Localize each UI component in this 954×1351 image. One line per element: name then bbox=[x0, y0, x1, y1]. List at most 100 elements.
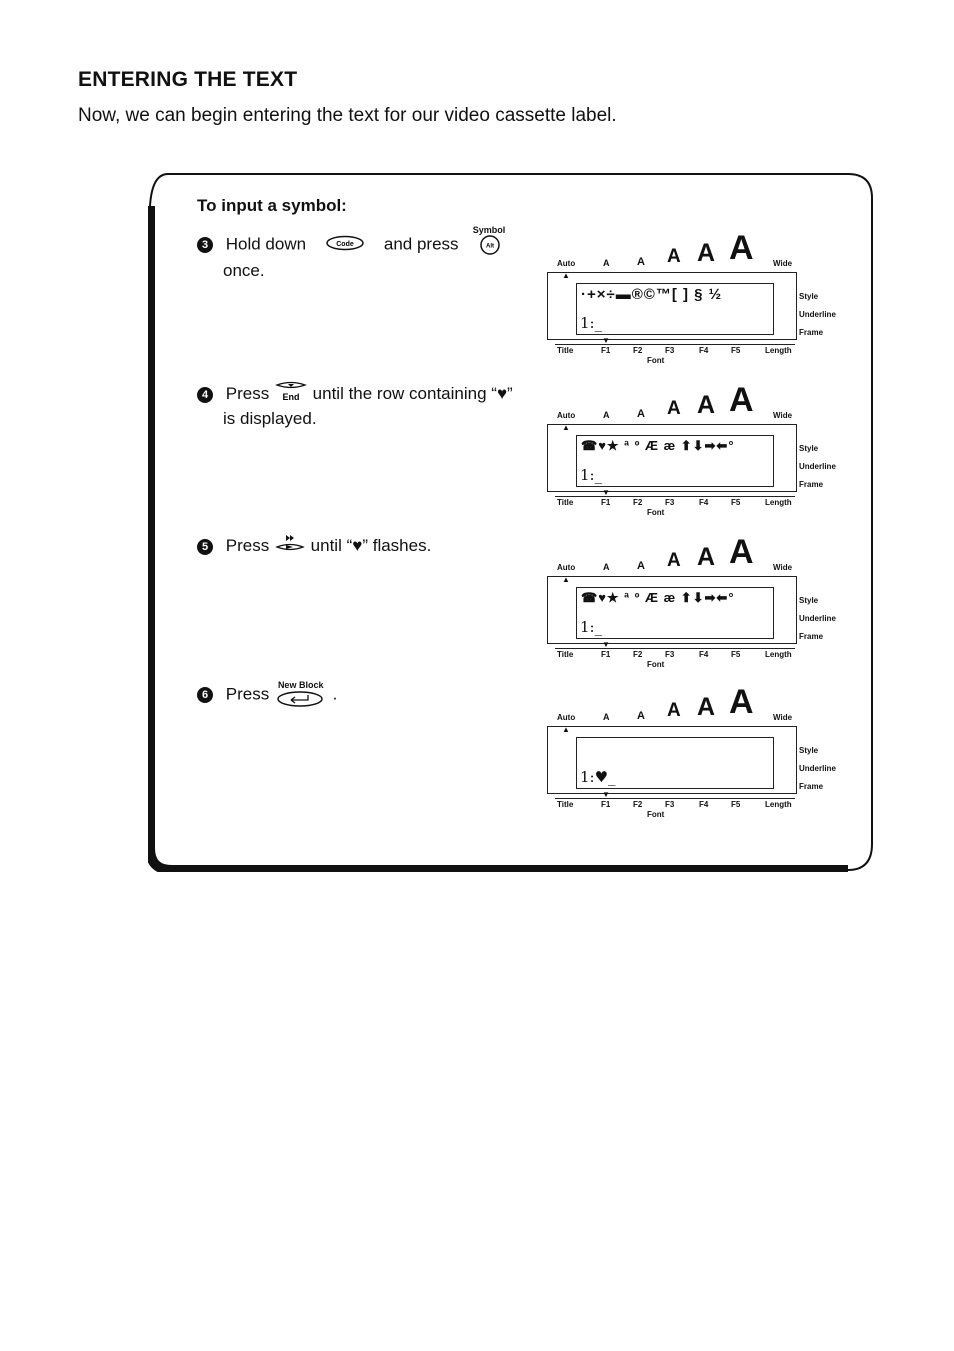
size-a-5: A bbox=[729, 683, 754, 721]
wide-label: Wide bbox=[773, 259, 793, 268]
step-text: once. bbox=[223, 261, 265, 280]
up-arrow-icon: ▲ bbox=[562, 423, 570, 432]
fkey-length: Length bbox=[765, 498, 792, 507]
symbol-row: ☎♥★ ª º Æ æ ⬆⬇➡⬅° bbox=[581, 590, 735, 605]
font-label: Font bbox=[647, 356, 665, 365]
step-text: Press bbox=[225, 383, 270, 403]
fkey-f5: F5 bbox=[731, 800, 741, 809]
underline-label: Underline bbox=[799, 764, 836, 773]
size-a-2: A bbox=[637, 710, 645, 722]
size-a-3: A bbox=[667, 700, 681, 721]
fkey-length: Length bbox=[765, 346, 792, 355]
fkey-f3: F3 bbox=[665, 498, 675, 507]
underline-label: Underline bbox=[799, 462, 836, 471]
fkey-f2: F2 bbox=[633, 800, 643, 809]
step-5: 5 Press until “♥” flashes. bbox=[197, 533, 537, 560]
underline-label: Underline bbox=[799, 614, 836, 623]
size-a-5: A bbox=[729, 381, 754, 419]
lcd-display-2: Auto A A A A A Wide ▲ ☎♥★ ª º Æ æ ⬆⬇➡⬅° … bbox=[547, 381, 847, 527]
size-a-4: A bbox=[697, 239, 716, 267]
size-a-1: A bbox=[603, 562, 610, 572]
step-4: 4 Press End until the row containing “♥”… bbox=[197, 381, 537, 429]
new-block-key-icon: New Block bbox=[274, 680, 328, 707]
step-text: until the row containing “♥” bbox=[312, 383, 513, 403]
lcd-screen: ▲ ·+×÷▬®©™[ ] § ½ 1:_ ▼ bbox=[547, 271, 797, 345]
fkey-f1: F1 bbox=[601, 650, 611, 659]
lcd-display-4: Auto A A A A A Wide ▲ 1:♥_ ▼ Style Under… bbox=[547, 683, 847, 829]
lcd-inner: ·+×÷▬®©™[ ] § ½ 1:_ bbox=[576, 283, 774, 335]
step-text: Press bbox=[225, 684, 270, 704]
fkey-f1: F1 bbox=[601, 800, 611, 809]
lcd-inner: ☎♥★ ª º Æ æ ⬆⬇➡⬅° 1:_ bbox=[576, 587, 774, 639]
font-label: Font bbox=[647, 810, 665, 819]
subheading: To input a symbol: bbox=[197, 196, 347, 215]
font-label: Font bbox=[647, 660, 665, 669]
fkey-title: Title bbox=[557, 498, 574, 507]
function-key-labels: Title F1 F2 F3 F4 F5 Length bbox=[555, 798, 795, 811]
fkey-title: Title bbox=[557, 800, 574, 809]
function-key-labels: Title F1 F2 F3 F4 F5 Length bbox=[555, 496, 795, 509]
new-block-key-caption: New Block bbox=[277, 680, 324, 690]
end-key-icon: End bbox=[274, 381, 308, 408]
symbol-key-caption: Symbol bbox=[472, 225, 506, 235]
step-text: Press bbox=[225, 535, 270, 555]
lcd-inner: 1:♥_ bbox=[576, 737, 774, 789]
lcd-inner: ☎♥★ ª º Æ æ ⬆⬇➡⬅° 1:_ bbox=[576, 435, 774, 487]
step-number: 5 bbox=[197, 538, 213, 555]
style-label: Style bbox=[799, 292, 819, 301]
frame-border bbox=[148, 173, 873, 872]
wide-label: Wide bbox=[773, 411, 793, 420]
fkey-length: Length bbox=[765, 800, 792, 809]
text-line: 1:♥_ bbox=[580, 768, 616, 786]
down-arrow-icon: ▼ bbox=[602, 488, 610, 497]
up-arrow-icon: ▲ bbox=[562, 725, 570, 734]
font-label: Font bbox=[647, 508, 665, 517]
style-label: Style bbox=[799, 596, 819, 605]
style-label: Style bbox=[799, 746, 819, 755]
frame-label: Frame bbox=[799, 632, 824, 641]
step-number: 6 bbox=[197, 687, 213, 704]
lcd-display-3: Auto A A A A A Wide ▲ ☎♥★ ª º Æ æ ⬆⬇➡⬅° … bbox=[547, 533, 847, 679]
intro-text: Now, we can begin entering the text for … bbox=[78, 105, 617, 126]
style-label: Style bbox=[799, 444, 819, 453]
lcd-screen: ▲ ☎♥★ ª º Æ æ ⬆⬇➡⬅° 1:_ ▼ bbox=[547, 423, 797, 497]
step-3: 3 Hold down Code and press Symbol Alt on… bbox=[197, 225, 527, 281]
up-arrow-icon: ▲ bbox=[562, 575, 570, 584]
size-a-2: A bbox=[637, 560, 645, 572]
fkey-f4: F4 bbox=[699, 346, 709, 355]
fkey-f1: F1 bbox=[601, 346, 611, 355]
size-a-1: A bbox=[603, 712, 610, 722]
step-text: . bbox=[332, 684, 338, 704]
fkey-title: Title bbox=[557, 650, 574, 659]
function-key-labels: Title F1 F2 F3 F4 F5 Length bbox=[555, 648, 795, 661]
fkey-f3: F3 bbox=[665, 650, 675, 659]
fast-forward-key-icon bbox=[274, 533, 306, 560]
size-a-3: A bbox=[667, 246, 681, 267]
font-size-indicators: Auto A A A A A Wide bbox=[557, 683, 847, 724]
function-key-labels: Title F1 F2 F3 F4 F5 Length bbox=[555, 344, 795, 357]
down-arrow-icon: ▼ bbox=[602, 336, 610, 345]
down-arrow-icon: ▼ bbox=[602, 790, 610, 799]
size-a-2: A bbox=[637, 256, 645, 268]
auto-label: Auto bbox=[557, 713, 576, 722]
size-a-4: A bbox=[697, 391, 716, 419]
fkey-f5: F5 bbox=[731, 498, 741, 507]
fkey-length: Length bbox=[765, 650, 792, 659]
fkey-f2: F2 bbox=[633, 346, 643, 355]
size-a-2: A bbox=[637, 408, 645, 420]
step-text: is displayed. bbox=[223, 409, 317, 428]
lcd-display-1: Auto A A A A A Wide ▲ ·+×÷▬®©™[ ] § ½ 1:… bbox=[547, 229, 847, 375]
fkey-f3: F3 bbox=[665, 346, 675, 355]
down-arrow-icon: ▼ bbox=[602, 640, 610, 649]
font-size-indicators: Auto A A A A A Wide bbox=[557, 229, 847, 270]
step-text: until “♥” flashes. bbox=[310, 535, 432, 555]
code-key-icon: Code bbox=[325, 235, 365, 256]
symbol-row: ·+×÷▬®©™[ ] § ½ bbox=[581, 286, 723, 303]
frame-label: Frame bbox=[799, 480, 824, 489]
step-text: Hold down bbox=[225, 234, 307, 254]
underline-label: Underline bbox=[799, 310, 836, 319]
auto-label: Auto bbox=[557, 563, 576, 572]
auto-label: Auto bbox=[557, 411, 576, 420]
lcd-screen: ▲ 1:♥_ ▼ bbox=[547, 725, 797, 799]
fkey-f2: F2 bbox=[633, 650, 643, 659]
